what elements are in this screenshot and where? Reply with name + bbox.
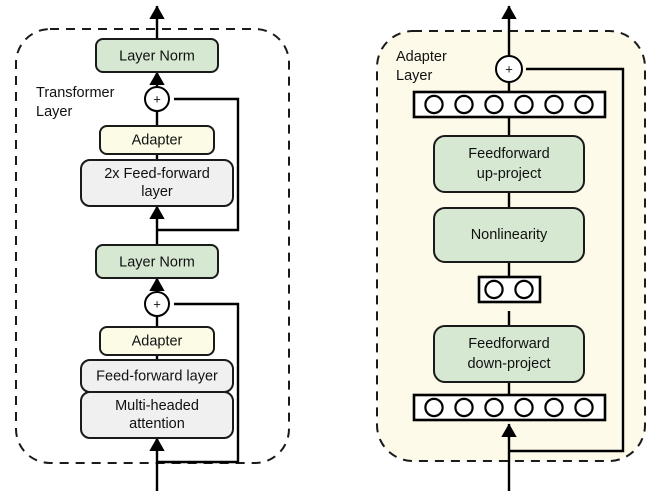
adapter-top-box[interactable] [99, 125, 215, 155]
vector-unit [574, 94, 594, 115]
add-symbol-top-label: + [153, 91, 161, 106]
feedforward-up-project-label-line1: Feedforward [468, 146, 549, 162]
add-circle-bottom[interactable] [144, 291, 170, 317]
vector-unit [484, 94, 504, 115]
feedforward-down-project-label-line2: down-project [467, 356, 550, 372]
node-feed-forward-layer[interactable]: Feed-forward layer [80, 359, 234, 393]
feedforward-down-project-box[interactable] [433, 325, 585, 383]
feed-forward-2x-label-line2: layer [141, 184, 173, 200]
node-adapter-bottom[interactable]: Adapter [99, 326, 215, 356]
adapter-top-vector[interactable] [412, 90, 607, 119]
layer-norm-top-box[interactable] [95, 38, 219, 73]
vector-unit [514, 397, 534, 418]
vector-unit [424, 94, 444, 115]
adapter-bottom-vector-box[interactable] [412, 393, 607, 422]
feedforward-down-project-label-line1: Feedforward [468, 336, 549, 352]
vector-unit [424, 397, 444, 418]
transformer-panel-label-line2: Layer [36, 104, 72, 120]
add-symbol-bottom-label: + [153, 296, 161, 311]
vector-unit [514, 94, 534, 115]
feed-forward-layer-label: Feed-forward layer [96, 368, 218, 384]
adapter-add-circle[interactable] [495, 55, 523, 83]
node-multi-headed-attention[interactable]: Multi-headed attention [80, 391, 234, 439]
feed-forward-2x-label-line1: 2x Feed-forward [104, 166, 210, 182]
vector-unit [544, 94, 564, 115]
adapter-top-vector-box[interactable] [412, 90, 607, 119]
vector-unit [484, 397, 504, 418]
feed-forward-2x-box[interactable] [80, 159, 234, 207]
adapter-top-label: Adapter [132, 132, 183, 148]
vector-unit [514, 279, 534, 300]
node-nonlinearity[interactable]: Nonlinearity [433, 207, 585, 263]
nonlinearity-box[interactable] [433, 207, 585, 263]
adapter-layer-panel: Adapter Layer + [376, 5, 646, 491]
adapter-add-node[interactable]: + [495, 55, 523, 83]
add-node-bottom[interactable]: + [144, 291, 170, 317]
node-feed-forward-2x[interactable]: 2x Feed-forward layer [80, 159, 234, 207]
node-feedforward-down-project[interactable]: Feedforward down-project [433, 325, 585, 383]
add-node-top[interactable]: + [144, 86, 170, 112]
multi-headed-attention-box[interactable] [80, 391, 234, 439]
adapter-panel-label-line1: Adapter [396, 49, 447, 65]
skip-connection-bottom [157, 302, 240, 464]
adapter-connectors [501, 5, 625, 491]
add-circle-top[interactable] [144, 86, 170, 112]
adapter-skip-connection [509, 67, 625, 453]
vector-unit [454, 94, 474, 115]
layer-norm-mid-label: Layer Norm [119, 254, 195, 270]
nonlinearity-label: Nonlinearity [471, 227, 548, 243]
multi-headed-attention-label-line1: Multi-headed [115, 398, 199, 414]
adapter-bottleneck-vector[interactable] [477, 275, 542, 304]
layer-norm-mid-box[interactable] [95, 244, 219, 279]
vector-unit [574, 397, 594, 418]
multi-headed-attention-label-line2: attention [129, 416, 185, 432]
vector-unit [544, 397, 564, 418]
adapter-bottom-vector[interactable] [412, 393, 607, 422]
adapter-bottom-box[interactable] [99, 326, 215, 356]
adapter-bottom-label: Adapter [132, 333, 183, 349]
transformer-panel-border [15, 28, 290, 464]
vector-unit [454, 397, 474, 418]
node-feedforward-up-project[interactable]: Feedforward up-project [433, 135, 585, 193]
skip-connection-top [157, 97, 240, 232]
node-layer-norm-top[interactable]: Layer Norm [95, 38, 219, 73]
feedforward-up-project-label-line2: up-project [477, 166, 541, 182]
feedforward-up-project-box[interactable] [433, 135, 585, 193]
node-layer-norm-mid[interactable]: Layer Norm [95, 244, 219, 279]
node-adapter-top[interactable]: Adapter [99, 125, 215, 155]
transformer-connectors [149, 5, 240, 491]
transformer-panel-label-line1: Transformer [36, 85, 115, 101]
layer-norm-top-label: Layer Norm [119, 48, 195, 64]
adapter-add-symbol-label: + [505, 61, 513, 76]
transformer-layer-panel: Transformer Layer [15, 5, 290, 491]
vector-unit [484, 279, 504, 300]
adapter-panel-label-line2: Layer [396, 68, 432, 84]
